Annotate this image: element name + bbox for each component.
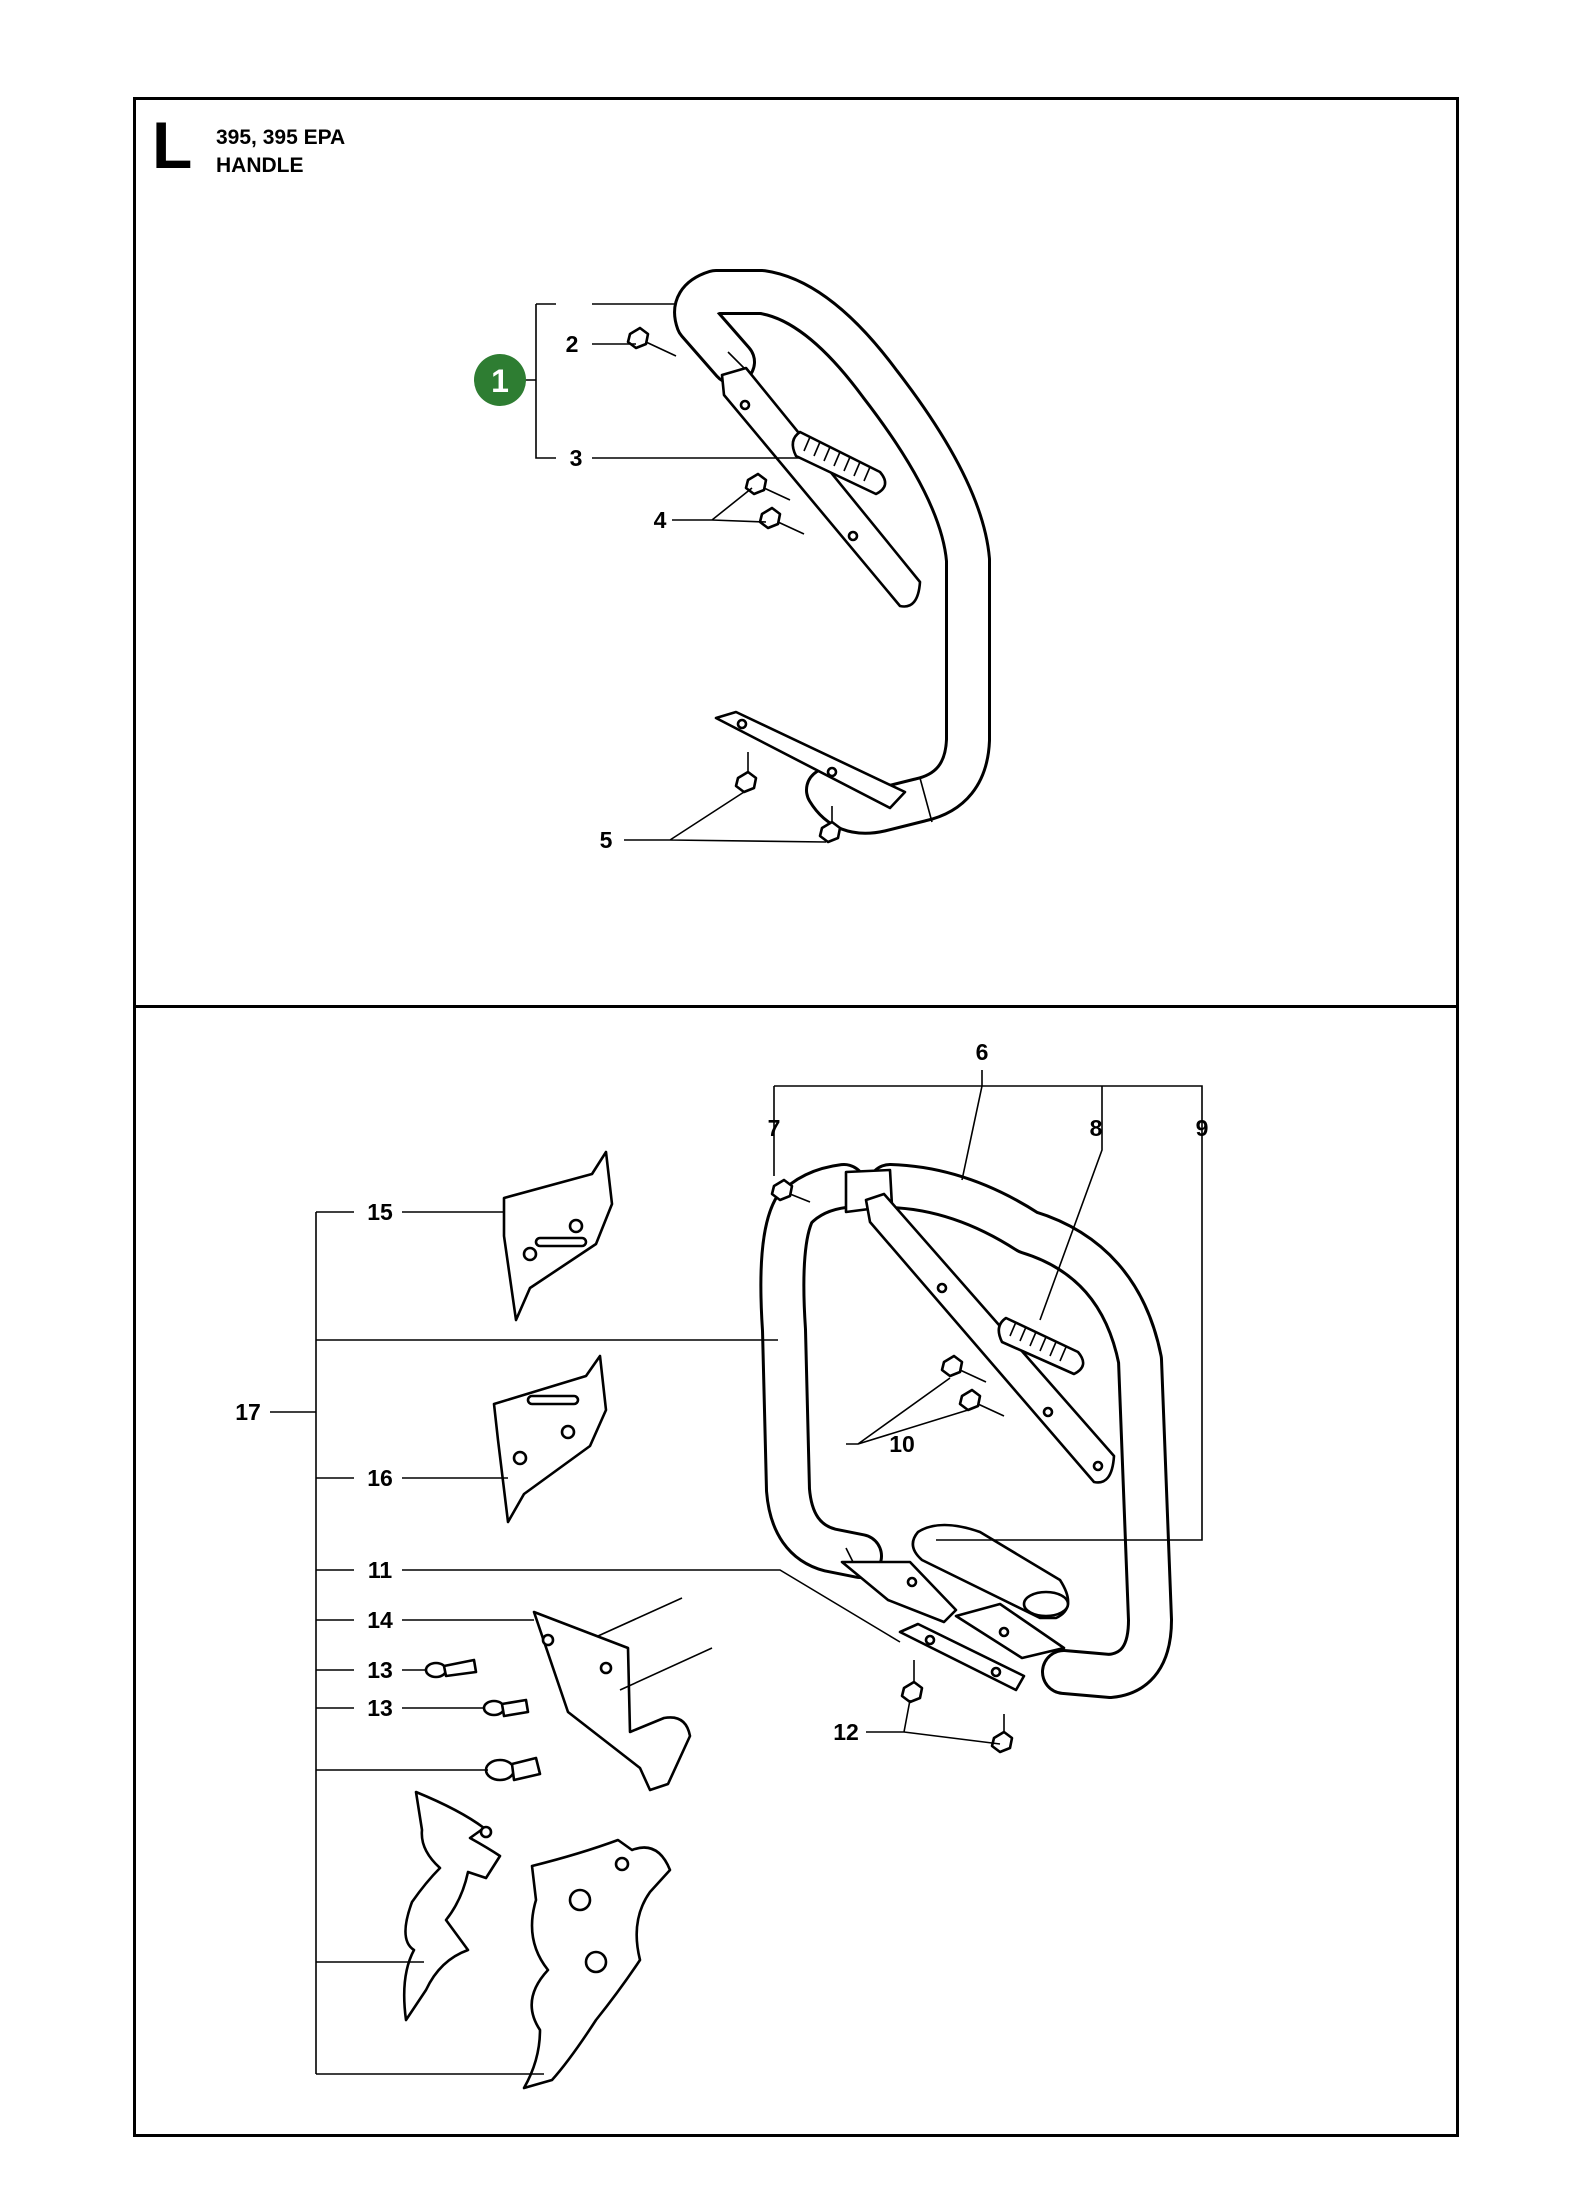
screw-13a xyxy=(424,1658,478,1679)
top-handle-assembly: 2 3 4 5 1 xyxy=(474,269,991,853)
callout-13a: 13 xyxy=(367,1657,393,1683)
screw-7 xyxy=(770,1178,811,1203)
screw-12a xyxy=(900,1660,924,1704)
page-title: HANDLE xyxy=(216,154,304,177)
callout-5: 5 xyxy=(600,827,613,853)
bumper-spike-left xyxy=(402,1790,502,2022)
callout-8: 8 xyxy=(1090,1115,1103,1141)
screw-10b xyxy=(958,1388,1005,1417)
callout-6: 6 xyxy=(976,1039,989,1065)
callout-14: 14 xyxy=(367,1607,393,1633)
model-label: 395, 395 EPA xyxy=(216,126,346,149)
plate-11a xyxy=(840,1560,958,1624)
screw-13b xyxy=(482,1698,530,1718)
section-letter: L xyxy=(152,108,193,182)
callout-16: 16 xyxy=(367,1465,393,1491)
screw-guard xyxy=(484,1756,542,1782)
callout-4: 4 xyxy=(654,507,667,533)
screw-12b xyxy=(990,1714,1014,1754)
brace-strap xyxy=(720,366,922,608)
bottom-handle-assembly: 6 7 8 9 10 11 12 13 13 14 15 16 17 xyxy=(235,1039,1209,2090)
callout-12: 12 xyxy=(833,1719,859,1745)
screw-5a xyxy=(734,752,758,794)
spring xyxy=(791,430,887,496)
bottom-strap xyxy=(714,710,907,810)
screw-4b xyxy=(758,506,805,535)
callout-9: 9 xyxy=(1196,1115,1209,1141)
plate-lower-bar xyxy=(954,1602,1066,1660)
callout-2: 2 xyxy=(566,331,579,357)
top-diagram-frame xyxy=(133,97,1459,1011)
guide-plate-16 xyxy=(492,1354,608,1524)
callout-15: 15 xyxy=(367,1199,393,1225)
callout-10: 10 xyxy=(889,1431,915,1457)
callout-7: 7 xyxy=(768,1115,781,1141)
callout-13b: 13 xyxy=(367,1695,393,1721)
screw-5b xyxy=(818,806,842,844)
spring-lower xyxy=(997,1316,1085,1376)
badge-number: 1 xyxy=(491,363,509,399)
screw-2 xyxy=(626,326,677,357)
assembly-badge: 1 xyxy=(474,354,526,406)
callout-17: 17 xyxy=(235,1399,261,1425)
screw-4a xyxy=(744,472,791,501)
bracket-14 xyxy=(532,1610,692,1792)
callout-3: 3 xyxy=(570,445,583,471)
guide-plate-15 xyxy=(502,1150,614,1322)
callout-11: 11 xyxy=(368,1557,393,1583)
screw-10a xyxy=(940,1354,987,1383)
